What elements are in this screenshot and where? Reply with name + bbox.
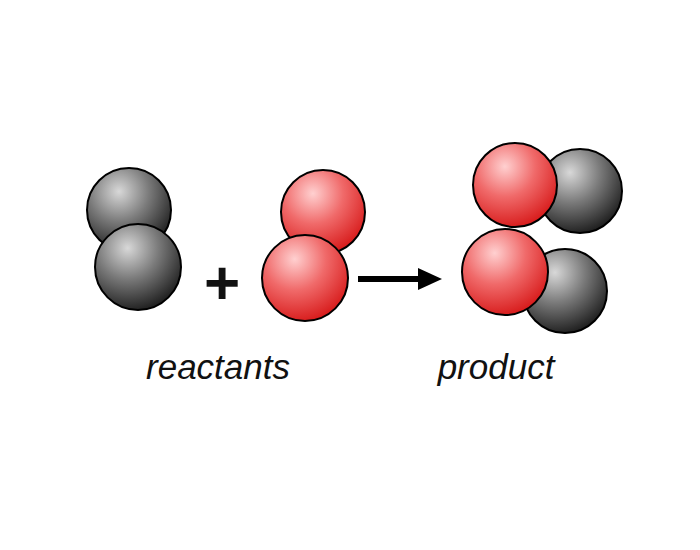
plus-sign: + xyxy=(204,252,240,314)
reactants-label: reactants xyxy=(146,349,290,384)
arrow-head xyxy=(418,268,442,290)
grey-atom xyxy=(95,224,181,310)
red-atom xyxy=(262,235,348,321)
product-label: product xyxy=(438,349,555,384)
reaction-arrow xyxy=(358,276,422,282)
red-atom xyxy=(473,143,557,227)
red-atom xyxy=(462,229,548,315)
